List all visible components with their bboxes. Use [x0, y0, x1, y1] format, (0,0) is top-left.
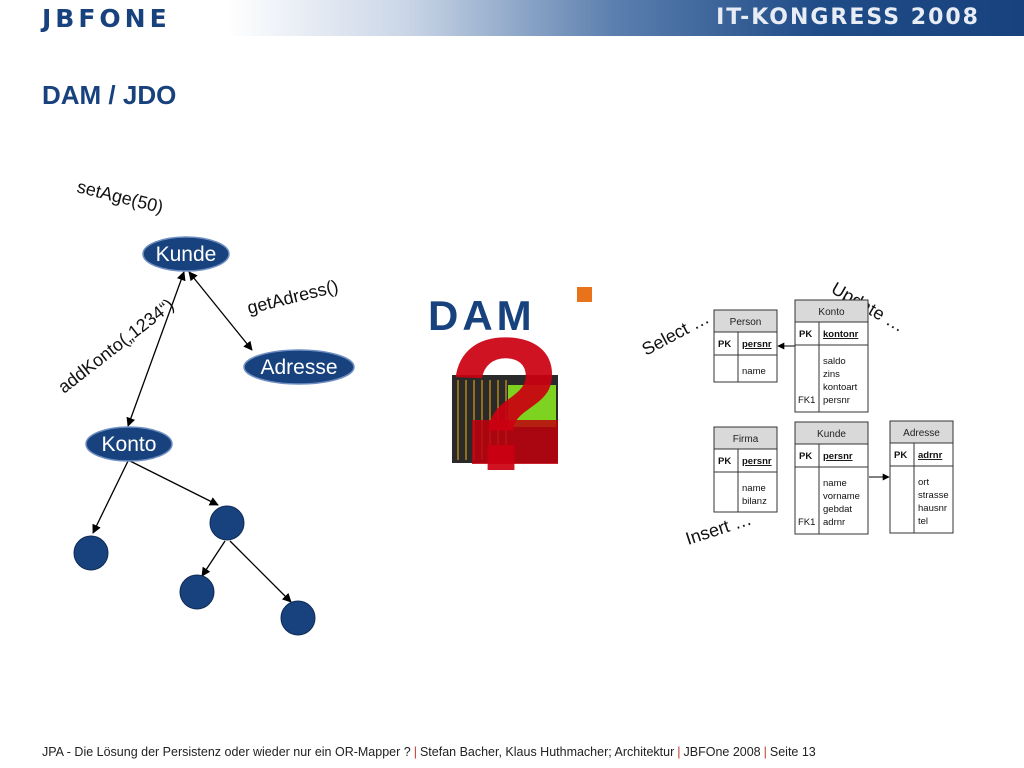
table-field: strasse: [918, 490, 949, 501]
table-field: name: [823, 478, 847, 489]
table-pk-label: PK: [718, 456, 731, 467]
call-add-konto: addKonto(„1234“): [54, 295, 177, 398]
dam-graphic: DAM ?: [428, 287, 592, 511]
table-header: [889, 420, 954, 444]
table-field: adrnr: [823, 517, 845, 528]
table-pk-label: PK: [894, 450, 907, 461]
edge-leaf2-leaf4: [229, 540, 292, 603]
footer-authors: Stefan Bacher, Klaus Huthmacher; Archite…: [419, 745, 675, 759]
footer-separator: |: [413, 745, 417, 759]
node-konto: Konto: [85, 426, 173, 462]
edge-kunde-konto: [126, 271, 186, 427]
edge-kunde-adresse: [188, 271, 253, 351]
header-bar: JBFONE IT-KONGRESS 2008: [0, 0, 1024, 36]
edge-konto-leaf1: [92, 460, 129, 534]
table-header: [713, 426, 778, 450]
slide-title: DAM / JDO: [42, 80, 177, 110]
table-field: ort: [918, 477, 929, 488]
node-adresse: Adresse: [243, 349, 355, 385]
edge-leaf2-leaf3: [201, 540, 226, 577]
table-fk-label: FK1: [798, 395, 815, 406]
footer-event: JBFOne 2008: [683, 745, 761, 759]
node-leaf-3: [179, 574, 215, 610]
node-kunde-label: Kunde: [156, 243, 217, 266]
table-field: gebdat: [823, 504, 852, 515]
table-pk-label: PK: [799, 451, 812, 462]
table-title: Konto: [818, 307, 845, 318]
footer: JPA - Die Lösung der Persistenz oder wie…: [42, 745, 816, 759]
sql-select: Select …: [638, 308, 712, 360]
edge-konto-leaf2: [129, 460, 219, 506]
table-field: kontoart: [823, 382, 858, 393]
dam-logo: DAM: [428, 292, 536, 339]
footer-page: Seite 13: [769, 745, 816, 759]
footer-separator: |: [677, 745, 681, 759]
node-leaf-1: [73, 535, 109, 571]
question-mark: ?: [447, 299, 563, 511]
table-header: [713, 309, 778, 333]
table-header: [794, 299, 869, 323]
table-field: name: [742, 483, 766, 494]
table-title: Firma: [733, 434, 759, 445]
table-field: zins: [823, 369, 840, 380]
call-get-adress: getAdress(): [245, 276, 340, 318]
footer-separator: |: [763, 745, 767, 759]
table-header: [794, 421, 869, 445]
table-field: tel: [918, 516, 928, 527]
table-field: saldo: [823, 356, 846, 367]
node-leaf-4: [280, 600, 316, 636]
node-konto-label: Konto: [102, 433, 157, 456]
table-field: bilanz: [742, 496, 767, 507]
table-pk-field: adrnr: [918, 450, 943, 461]
table-field: vorname: [823, 491, 860, 502]
table-pk-field: persnr: [742, 456, 772, 467]
jbfone-logo: JBFONE: [42, 4, 171, 33]
table-fk-label: FK1: [798, 517, 815, 528]
table-pk-field: persnr: [823, 451, 853, 462]
node-kunde: Kunde: [142, 236, 230, 272]
table-pk-field: persnr: [742, 339, 772, 350]
table-pk-label: PK: [799, 329, 812, 340]
table-title: Adresse: [903, 428, 940, 439]
table-title: Kunde: [817, 429, 846, 440]
footer-topic: JPA - Die Lösung der Persistenz oder wie…: [42, 745, 411, 759]
table-pk-label: PK: [718, 339, 731, 350]
dam-logo-square: [577, 287, 592, 302]
red-block: [472, 420, 558, 464]
table-field: name: [742, 366, 766, 377]
event-title: IT-KONGRESS 2008: [716, 5, 980, 30]
sql-insert: Insert …: [683, 509, 754, 549]
table-title: Person: [730, 317, 762, 328]
table-field: hausnr: [918, 503, 947, 514]
node-leaf-2: [209, 505, 245, 541]
table-pk-field: kontonr: [823, 329, 859, 340]
call-set-age: setAge(50): [75, 176, 165, 217]
node-adresse-label: Adresse: [260, 356, 337, 379]
table-field: persnr: [823, 395, 850, 406]
